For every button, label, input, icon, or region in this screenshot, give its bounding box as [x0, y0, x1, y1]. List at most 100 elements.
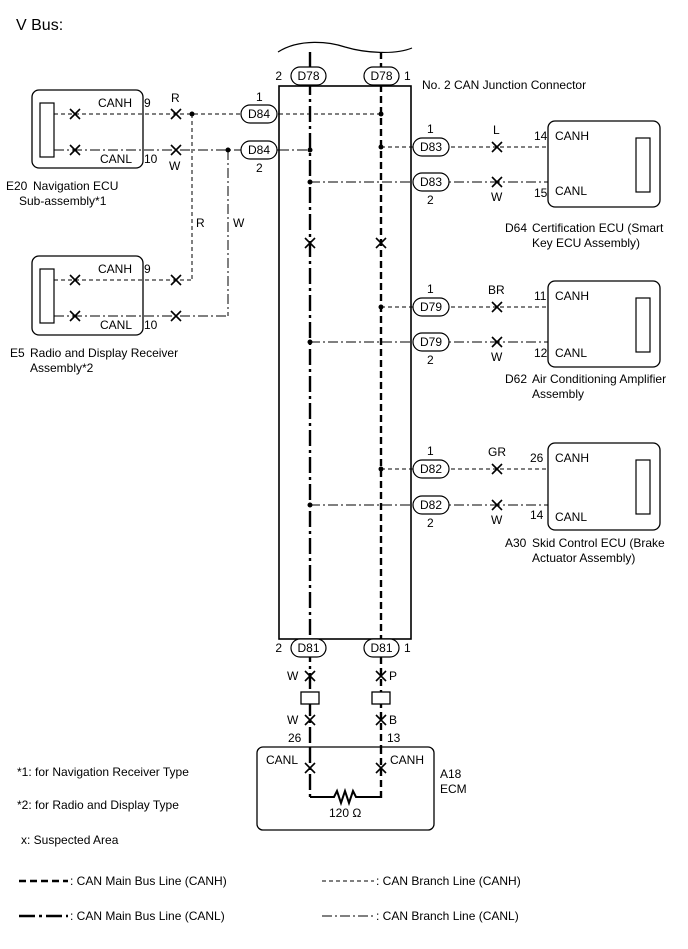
pin-label: 2: [427, 516, 434, 530]
pin-label: 15: [534, 186, 548, 200]
radio-chip: [39, 268, 55, 324]
cert-ecu-name: Certification ECU (Smart: [532, 221, 664, 235]
connector-d79-l: [412, 332, 450, 352]
connector-d78-left-label: D78: [297, 69, 319, 83]
radio-canl-label: CANL: [100, 318, 132, 332]
wire-color: W: [169, 159, 181, 173]
pin-label: 2: [275, 69, 282, 83]
skid-canl-label: CANL: [555, 510, 587, 524]
wire-color: B: [389, 713, 397, 727]
ecm-code: A18: [440, 767, 462, 781]
splice-dot: [307, 502, 313, 508]
skid-ecu-chip: [635, 459, 651, 515]
splice-dot: [378, 111, 384, 117]
break-line: [277, 41, 413, 54]
junction-connector-small: [300, 691, 320, 705]
connector-label: D84: [248, 107, 270, 121]
skid-ecu-code: A30: [505, 536, 527, 550]
radio-box: [31, 255, 144, 336]
pin-label: 1: [427, 444, 434, 458]
connector-label: D83: [420, 175, 442, 189]
connector-d78-left: [290, 66, 327, 86]
connector-d83-l: [412, 172, 450, 192]
connector-d81-right: [363, 638, 400, 658]
splice-dot: [307, 339, 313, 345]
note-1: *1: for Navigation Receiver Type: [17, 765, 189, 779]
pin-label: 1: [427, 122, 434, 136]
ac-amp-name: Air Conditioning Amplifier: [532, 372, 666, 386]
radio-code: E5: [10, 346, 25, 360]
wire-color: GR: [488, 445, 506, 459]
splice-dot: [378, 466, 384, 472]
splice-dot: [378, 304, 384, 310]
suspected-mark: [170, 108, 182, 120]
connector-d83-h: [412, 137, 450, 157]
nav-ecu-name: Navigation ECU: [33, 179, 118, 193]
nav-canh-label: CANH: [98, 96, 132, 110]
splice-dot: [307, 147, 313, 153]
wire-color: W: [287, 669, 299, 683]
suspected-mark: [170, 144, 182, 156]
radio-name-2: Assembly*2: [30, 361, 94, 375]
cert-ecu-code: D64: [505, 221, 527, 235]
note-suspected: x: Suspected Area: [21, 833, 119, 847]
nav-canl-label: CANL: [100, 152, 132, 166]
junction-label: No. 2 CAN Junction Connector: [422, 78, 586, 92]
diagram-title: V Bus:: [16, 17, 63, 34]
connector-label: D79: [420, 335, 442, 349]
wire-color: L: [493, 123, 500, 137]
connector-d84-h: [240, 104, 278, 124]
nav-ecu-chip: [39, 102, 55, 158]
suspected-mark: [304, 714, 316, 726]
skid-ecu-name: Skid Control ECU (Brake: [532, 536, 665, 550]
splice-dot: [307, 179, 313, 185]
wire-color: W: [491, 190, 503, 204]
pin-label: 1: [256, 90, 263, 104]
pin-label: 10: [144, 318, 158, 332]
pin-label: 13: [387, 731, 401, 745]
suspected-mark: [170, 274, 182, 286]
pin-label: 9: [144, 262, 151, 276]
pin-label: 2: [256, 161, 263, 175]
ecm-name: ECM: [440, 782, 467, 796]
connector-d84-l: [240, 140, 278, 160]
connector-d82-h: [412, 459, 450, 479]
skid-ecu-name-2: Actuator Assembly): [532, 551, 635, 565]
connector-d81-right-label: D81: [370, 641, 392, 655]
wire-color: W: [491, 350, 503, 364]
connector-d79-h: [412, 297, 450, 317]
skid-canh-label: CANH: [555, 451, 589, 465]
splice-dot: [378, 144, 384, 150]
legend-branch-canl: : CAN Branch Line (CANL): [376, 909, 519, 923]
radio-canh-label: CANH: [98, 262, 132, 276]
pin-label: 1: [427, 282, 434, 296]
nav-ecu-box: [31, 89, 144, 169]
wire-color: W: [491, 513, 503, 527]
wire-color: BR: [488, 283, 505, 297]
pin-label: 26: [530, 451, 544, 465]
ac-amp-name-2: Assembly: [532, 387, 584, 401]
legend-main-canl: : CAN Main Bus Line (CANL): [70, 909, 225, 923]
pin-label: 2: [275, 641, 282, 655]
pin-label: 14: [530, 508, 544, 522]
ac-amp-chip: [635, 297, 651, 353]
wire-color: W: [233, 216, 245, 230]
connector-label: D82: [420, 462, 442, 476]
ac-amp-code: D62: [505, 372, 527, 386]
resistor-label: 120 Ω: [329, 806, 361, 820]
wire-color: R: [196, 216, 205, 230]
connector-d78-right-label: D78: [370, 69, 392, 83]
skid-ecu-box: [547, 442, 661, 531]
pin-label: 1: [404, 69, 411, 83]
pin-label: 1: [404, 641, 411, 655]
cert-canh-label: CANH: [555, 129, 589, 143]
ac-canh-label: CANH: [555, 289, 589, 303]
ac-canl-label: CANL: [555, 346, 587, 360]
pin-label: 26: [288, 731, 302, 745]
nav-ecu-code: E20: [6, 179, 28, 193]
connector-label: D84: [248, 143, 270, 157]
connector-label: D82: [420, 498, 442, 512]
wire-color: W: [287, 713, 299, 727]
junction-connector-small: [371, 691, 391, 705]
